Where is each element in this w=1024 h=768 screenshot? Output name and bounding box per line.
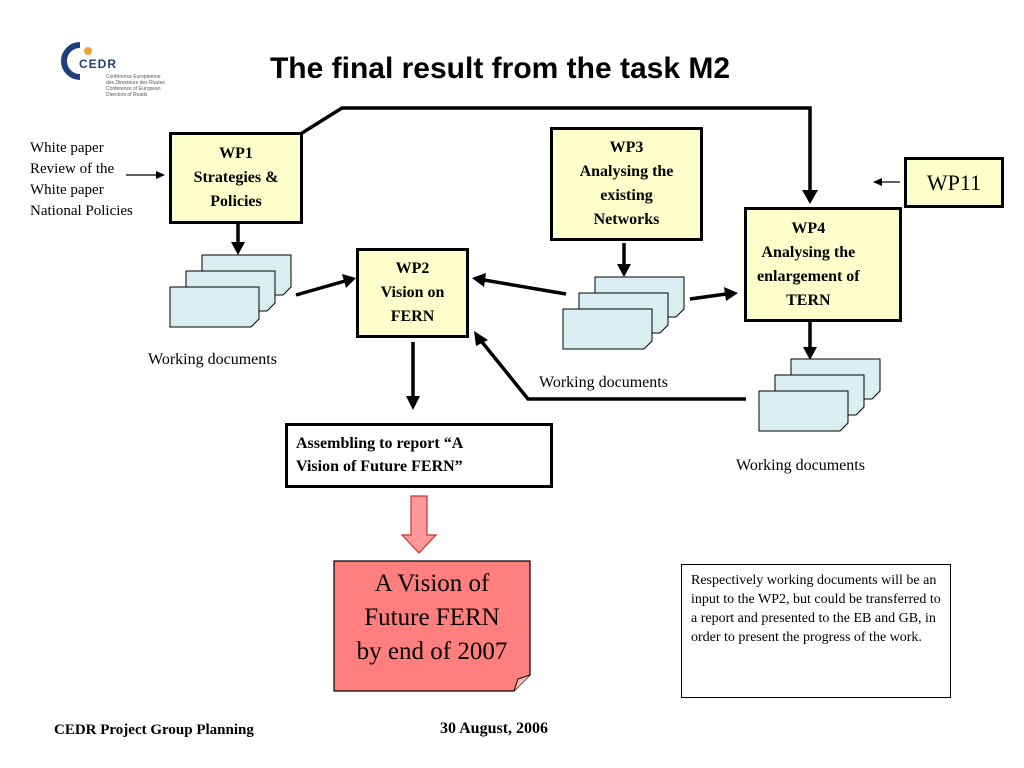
vision-note-fold — [513, 674, 531, 692]
wp3-label: WP3 Analysing the existing Networks — [579, 139, 674, 228]
wp4-box: WP4 Analysing the enlargement of TERN — [744, 207, 902, 322]
explanation-note: Respectively working documents will be a… — [681, 564, 951, 698]
doc-stack-left — [169, 254, 292, 328]
page-title: The final result from the task M2 — [269, 52, 731, 85]
wp4-label: WP4 Analysing the enlargement of TERN — [757, 219, 860, 309]
wp3-box: WP3 Analysing the existing Networks — [550, 127, 703, 241]
vision-note-text: A Vision of Future FERN by end of 2007 — [356, 570, 508, 665]
wp4-down-arrowhead — [803, 347, 817, 360]
logo-line: Conférence Européenne — [106, 74, 161, 80]
wp4-arrowhead — [802, 190, 818, 204]
working-documents-label-left: Working documents — [148, 351, 277, 368]
wp2-label: WP2 Vision on FERN — [380, 260, 445, 325]
logo-line: des Directeurs des Routes — [106, 80, 165, 86]
cedr-logo-mark — [40, 33, 172, 105]
docs-right-to-wp2-arrowhead — [474, 331, 488, 346]
wp1-inputs: White paper Review of the White paper Na… — [30, 138, 160, 222]
wp1-down-arrowhead — [231, 242, 245, 255]
wp1-wp4-connector — [301, 106, 812, 192]
footer-date: 30 August, 2006 — [440, 720, 549, 737]
wp3-down-arrowhead — [617, 264, 631, 277]
footer-project: CEDR Project Group Planning — [54, 722, 254, 738]
docs-left-to-wp2-arrow — [295, 279, 346, 297]
doc-stack-middle — [562, 276, 685, 350]
wp2-down-arrowhead — [406, 396, 420, 410]
doc-stack-right — [758, 358, 881, 432]
wp11-label: WP11 — [926, 169, 982, 195]
docs-right-to-wp2-connector — [480, 340, 746, 401]
wp1-label: WP1 Strategies & Policies — [193, 145, 279, 210]
wp11-box: WP11 — [904, 157, 1004, 208]
block-down-arrow — [400, 495, 438, 554]
docs-mid-to-wp2-arrow — [483, 278, 567, 296]
input-line: Review of the — [30, 161, 115, 177]
wp1-box: WP1 Strategies & Policies — [169, 132, 303, 224]
docs-mid-to-wp4-arrow — [689, 292, 727, 301]
input-line: National Policies — [30, 203, 133, 219]
docs-mid-to-wp4-arrowhead — [724, 287, 738, 301]
working-documents-label-right: Working documents — [736, 457, 865, 474]
input-line: White paper — [30, 140, 104, 156]
logo-text: Conférence Européenne des Directeurs des… — [106, 74, 176, 98]
input-line: White paper — [30, 182, 104, 198]
logo-name: CEDR — [79, 57, 118, 71]
logo-line: Directors of Roads — [106, 92, 148, 98]
docs-left-to-wp2-arrowhead — [342, 274, 356, 288]
cedr-logo — [40, 33, 172, 105]
wp2-box: WP2 Vision on FERN — [356, 248, 469, 338]
docs-mid-to-wp2-arrowhead — [472, 273, 486, 287]
logo-line: Conference of European — [106, 86, 161, 92]
working-documents-label-middle: Working documents — [539, 374, 668, 391]
assembling-report-box: Assembling to report “A Vision of Future… — [285, 423, 553, 488]
